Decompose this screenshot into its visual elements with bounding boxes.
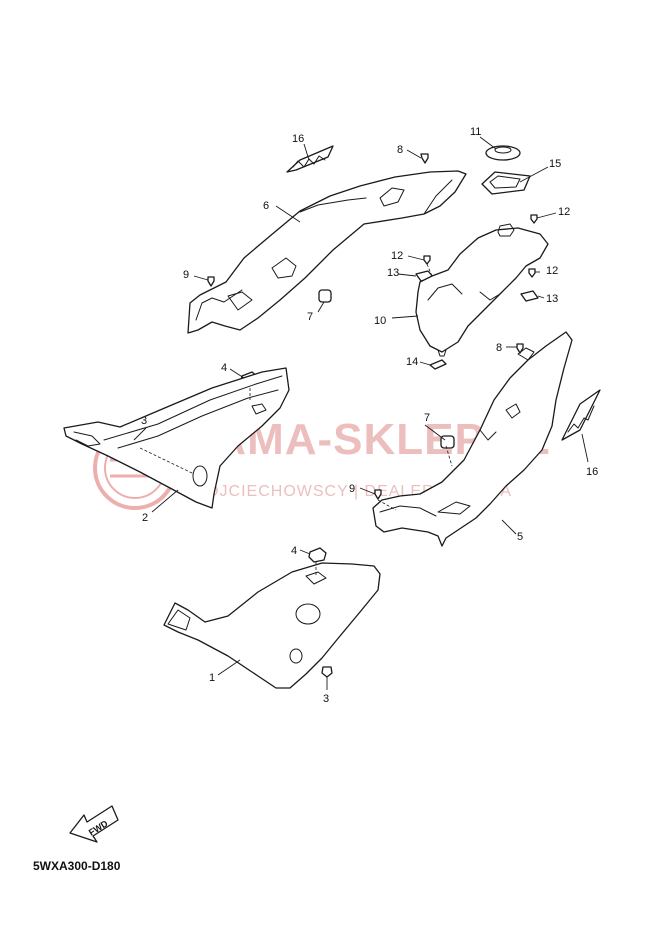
callout-4a: 4	[221, 362, 227, 374]
part-5-right-side-cover[interactable]	[372, 331, 573, 547]
diagram-code: 5WXA300-D180	[33, 859, 121, 873]
part-7-grommet-right[interactable]	[440, 435, 455, 449]
part-15-cushion[interactable]	[481, 171, 531, 195]
callout-12a: 12	[558, 206, 570, 218]
callout-3a: 3	[141, 415, 147, 427]
callout-9b: 9	[349, 483, 355, 495]
part-10-reservoir-tank[interactable]	[415, 223, 549, 357]
callout-6: 6	[263, 200, 269, 212]
part-12-screw-a[interactable]	[530, 214, 538, 224]
callout-5: 5	[517, 531, 523, 543]
part-9-screw-right[interactable]	[374, 489, 382, 500]
part-1-lower-side-cover[interactable]	[163, 562, 381, 689]
part-12-screw-c[interactable]	[528, 268, 536, 278]
leader-lines	[133, 136, 589, 690]
callout-numbers: 16 8 11 15 6 9 7 12 12 13 12 13 10 14 8 …	[141, 126, 598, 705]
part-6-upper-side-cover[interactable]	[187, 170, 467, 334]
callout-14: 14	[406, 356, 418, 368]
callout-11: 11	[470, 126, 481, 138]
part-16-emblem-right[interactable]	[561, 389, 601, 441]
part-2-middle-side-cover[interactable]	[63, 367, 290, 509]
part-9-screw-left[interactable]	[207, 276, 215, 287]
callout-8b: 8	[496, 342, 502, 354]
callout-10: 10	[374, 315, 386, 327]
callout-9a: 9	[183, 269, 189, 281]
callout-13a: 13	[387, 267, 399, 279]
callout-2: 2	[142, 512, 148, 524]
part-14-clip[interactable]	[429, 359, 447, 370]
part-16-emblem-top[interactable]	[286, 145, 334, 173]
callout-4b: 4	[291, 545, 297, 557]
part-7-grommet-upper[interactable]	[318, 289, 332, 303]
callout-13b: 13	[546, 293, 558, 305]
callout-16a: 16	[292, 133, 304, 145]
callout-1: 1	[209, 672, 215, 684]
callout-7a: 7	[307, 311, 313, 323]
part-4-nut-lower[interactable]	[308, 547, 327, 563]
callout-7b: 7	[424, 412, 430, 424]
fwd-arrow-icon: FWD	[69, 805, 119, 843]
part-13-clip-right[interactable]	[520, 290, 539, 302]
part-8-screw-right[interactable]	[516, 343, 524, 354]
callout-3b: 3	[323, 693, 329, 705]
callout-15: 15	[549, 158, 561, 170]
callout-12c: 12	[546, 265, 558, 277]
part-3-screw-bottom[interactable]	[321, 666, 333, 678]
part-12-screw-b[interactable]	[423, 255, 431, 265]
part-11-cap[interactable]	[485, 145, 521, 161]
callout-8a: 8	[397, 144, 403, 156]
callout-16b: 16	[586, 466, 598, 478]
part-8-screw-top[interactable]	[420, 153, 429, 164]
callout-12b: 12	[391, 250, 403, 262]
